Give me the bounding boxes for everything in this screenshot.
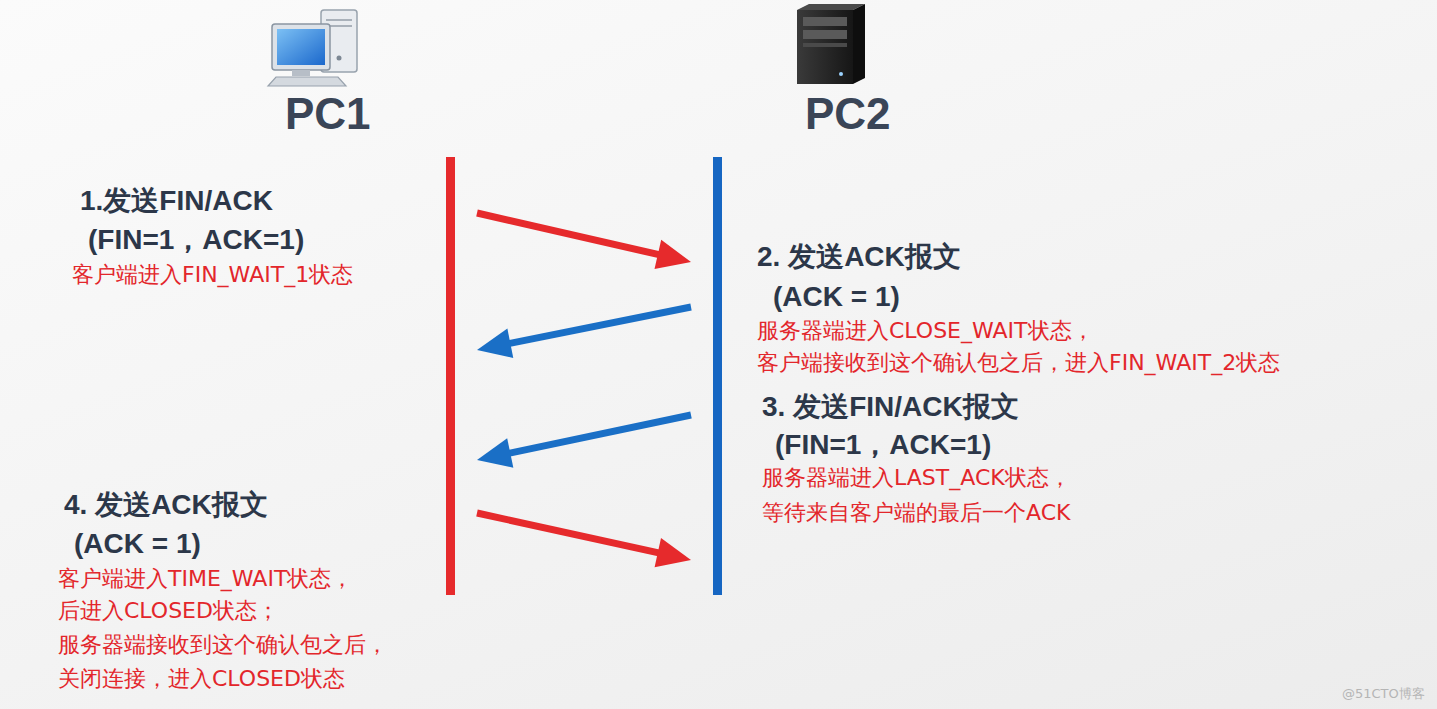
arrow-shaft <box>504 415 691 454</box>
state-note: 客户端进入TIME_WAIT状态， <box>58 566 353 592</box>
flag-values: (FIN=1，ACK=1) <box>775 428 991 462</box>
server-bay <box>803 43 847 47</box>
server-led <box>839 72 843 76</box>
arrow-head <box>477 329 513 358</box>
lifeline <box>446 157 455 595</box>
server-top <box>797 4 865 10</box>
step-heading: 4. 发送ACK报文 <box>64 488 268 522</box>
arrow-shaft <box>504 307 691 345</box>
step-heading: 3. 发送FIN/ACK报文 <box>762 390 1019 424</box>
server-bay <box>803 30 847 39</box>
lifeline <box>713 157 722 595</box>
pc-keyboard <box>268 77 346 86</box>
arrow-head <box>655 538 691 567</box>
arrow-shaft <box>477 213 664 256</box>
host-name: PC2 <box>805 90 891 138</box>
arrow-head <box>477 438 513 467</box>
message-arrow <box>477 415 691 468</box>
state-note: 客户端接收到这个确认包之后，进入FIN_WAIT_2状态 <box>757 350 1280 376</box>
message-arrow <box>477 307 691 358</box>
flag-values: (ACK = 1) <box>74 527 201 561</box>
state-note: 关闭连接，进入CLOSED状态 <box>58 666 345 692</box>
step-heading: 1.发送FIN/ACK <box>80 184 273 218</box>
flag-values: (FIN=1，ACK=1) <box>88 223 304 257</box>
server-bay <box>803 17 847 26</box>
server-icon <box>797 4 865 84</box>
arrow-head <box>655 240 691 269</box>
flag-values: (ACK = 1) <box>773 280 900 314</box>
state-note: 客户端进入FIN_WAIT_1状态 <box>72 262 353 288</box>
message-arrow <box>477 213 691 269</box>
pc-screen <box>277 29 325 65</box>
pc-slot <box>326 19 352 21</box>
pc-monitor <box>272 24 330 70</box>
state-note: 等待来自客户端的最后一个ACK <box>762 500 1070 526</box>
watermark: @51CTO博客 <box>1342 686 1425 702</box>
pc-button <box>337 56 342 61</box>
state-note: 后进入CLOSED状态； <box>58 598 279 624</box>
host-lifeline: PC1 <box>270 0 465 600</box>
pc-stand <box>292 70 310 76</box>
arrow-shaft <box>477 513 664 554</box>
computer-icon <box>268 10 357 86</box>
step-heading: 2. 发送ACK报文 <box>757 240 961 274</box>
server-front <box>797 10 853 84</box>
message-arrow <box>477 513 691 567</box>
state-note: 服务器端进入LAST_ACK状态， <box>762 465 1071 491</box>
state-note: 服务器端接收到这个确认包之后， <box>58 632 388 658</box>
server-side <box>853 4 865 84</box>
host-name: PC1 <box>285 90 371 138</box>
state-note: 服务器端进入CLOSE_WAIT状态， <box>757 318 1094 344</box>
